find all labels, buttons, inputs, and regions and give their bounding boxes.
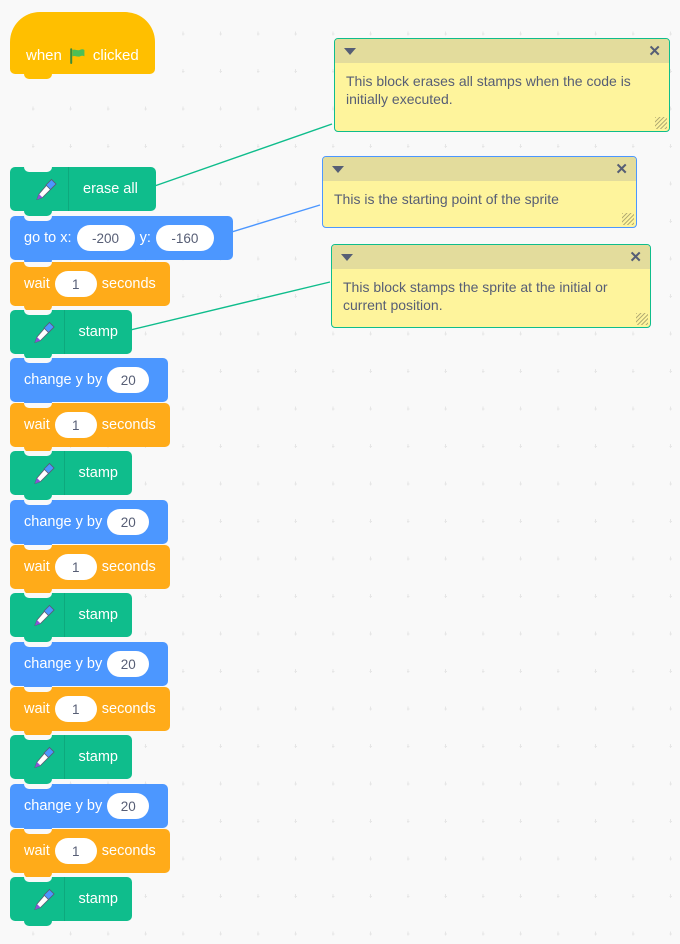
wait-seconds-input[interactable]: 1 — [54, 554, 97, 580]
pen-icon — [24, 174, 68, 204]
hat-word-clicked: clicked — [92, 47, 139, 64]
control-wait-block[interactable]: wait 1 seconds — [10, 262, 170, 311]
pen-icon-divider — [63, 451, 65, 495]
pen-icon-divider — [63, 310, 65, 354]
comment-header[interactable]: ✕ — [323, 157, 636, 181]
change-y-label: change y by — [24, 514, 103, 530]
comment-text[interactable]: This is the starting point of the sprite — [334, 191, 559, 207]
pen-icon-divider — [63, 593, 65, 637]
wait-label: wait — [24, 417, 50, 433]
resize-handle[interactable] — [622, 213, 634, 225]
pen-stamp-block[interactable]: stamp — [10, 735, 132, 784]
seconds-label: seconds — [101, 701, 156, 717]
change-y-label: change y by — [24, 372, 103, 388]
motion-change-y-block[interactable]: change y by 20 — [10, 358, 169, 407]
comment-starting-point[interactable]: ✕ This is the starting point of the spri… — [322, 156, 637, 228]
motion-go-to-xy-block[interactable]: go to x: -200 y: -160 — [10, 216, 233, 265]
pen-icon-divider — [68, 167, 69, 211]
change-y-label: change y by — [24, 798, 103, 814]
change-y-input[interactable]: 20 — [107, 651, 150, 677]
seconds-label: seconds — [101, 843, 156, 859]
close-icon[interactable]: ✕ — [648, 42, 661, 60]
stamp-label: stamp — [78, 324, 119, 340]
chevron-down-icon[interactable] — [341, 253, 353, 261]
resize-handle[interactable] — [636, 313, 648, 325]
wait-seconds-input[interactable]: 1 — [54, 271, 97, 297]
go-to-x-label: go to x: — [24, 230, 72, 246]
pen-icon — [24, 884, 64, 914]
wait-label: wait — [24, 843, 50, 859]
motion-change-y-block[interactable]: change y by 20 — [10, 642, 169, 691]
change-y-input[interactable]: 20 — [107, 793, 150, 819]
stamp-label: stamp — [78, 465, 119, 481]
when-green-flag-clicked-block[interactable]: when clicked — [10, 12, 155, 79]
wait-seconds-input[interactable]: 1 — [54, 838, 97, 864]
motion-change-y-block[interactable]: change y by 20 — [10, 784, 169, 833]
close-icon[interactable]: ✕ — [615, 160, 628, 178]
control-wait-block[interactable]: wait 1 seconds — [10, 403, 170, 452]
pen-stamp-block[interactable]: stamp — [10, 310, 132, 359]
control-wait-block[interactable]: wait 1 seconds — [10, 829, 170, 878]
wait-label: wait — [24, 701, 50, 717]
pen-icon — [24, 600, 64, 630]
pen-icon-divider — [63, 877, 65, 921]
wait-label: wait — [24, 559, 50, 575]
go-to-x-input[interactable]: -200 — [76, 225, 135, 251]
go-to-y-input[interactable]: -160 — [155, 225, 214, 251]
erase-all-label: erase all — [83, 181, 138, 197]
motion-change-y-block[interactable]: change y by 20 — [10, 500, 169, 549]
pen-stamp-block[interactable]: stamp — [10, 451, 132, 500]
wait-seconds-input[interactable]: 1 — [54, 412, 97, 438]
pen-erase-all-block[interactable]: erase all — [10, 167, 156, 216]
resize-handle[interactable] — [655, 117, 667, 129]
change-y-input[interactable]: 20 — [107, 367, 150, 393]
connector-erase-all — [145, 123, 333, 190]
comment-erase-all[interactable]: ✕ This block erases all stamps when the … — [334, 38, 670, 132]
pen-icon — [24, 458, 64, 488]
seconds-label: seconds — [101, 276, 156, 292]
stamp-label: stamp — [78, 607, 119, 623]
pen-icon — [24, 742, 64, 772]
green-flag-icon — [69, 47, 86, 64]
comment-header[interactable]: ✕ — [332, 245, 650, 269]
pen-icon — [24, 317, 64, 347]
pen-icon-divider — [63, 735, 65, 779]
seconds-label: seconds — [101, 417, 156, 433]
stamp-label: stamp — [78, 891, 119, 907]
go-to-y-label: y: — [139, 230, 151, 246]
comment-text[interactable]: This block stamps the sprite at the init… — [343, 279, 608, 314]
comment-header[interactable]: ✕ — [335, 39, 669, 63]
change-y-input[interactable]: 20 — [107, 509, 150, 535]
control-wait-block[interactable]: wait 1 seconds — [10, 687, 170, 736]
pen-stamp-block[interactable]: stamp — [10, 593, 132, 642]
wait-label: wait — [24, 276, 50, 292]
close-icon[interactable]: ✕ — [629, 248, 642, 266]
control-wait-block[interactable]: wait 1 seconds — [10, 545, 170, 594]
seconds-label: seconds — [101, 559, 156, 575]
wait-seconds-input[interactable]: 1 — [54, 696, 97, 722]
chevron-down-icon[interactable] — [344, 47, 356, 55]
hat-word-when: when — [26, 47, 62, 64]
comment-text[interactable]: This block erases all stamps when the co… — [346, 73, 631, 108]
pen-stamp-block[interactable]: stamp — [10, 877, 132, 926]
comment-stamp[interactable]: ✕ This block stamps the sprite at the in… — [331, 244, 651, 328]
change-y-label: change y by — [24, 656, 103, 672]
chevron-down-icon[interactable] — [332, 165, 344, 173]
stamp-label: stamp — [78, 749, 119, 765]
